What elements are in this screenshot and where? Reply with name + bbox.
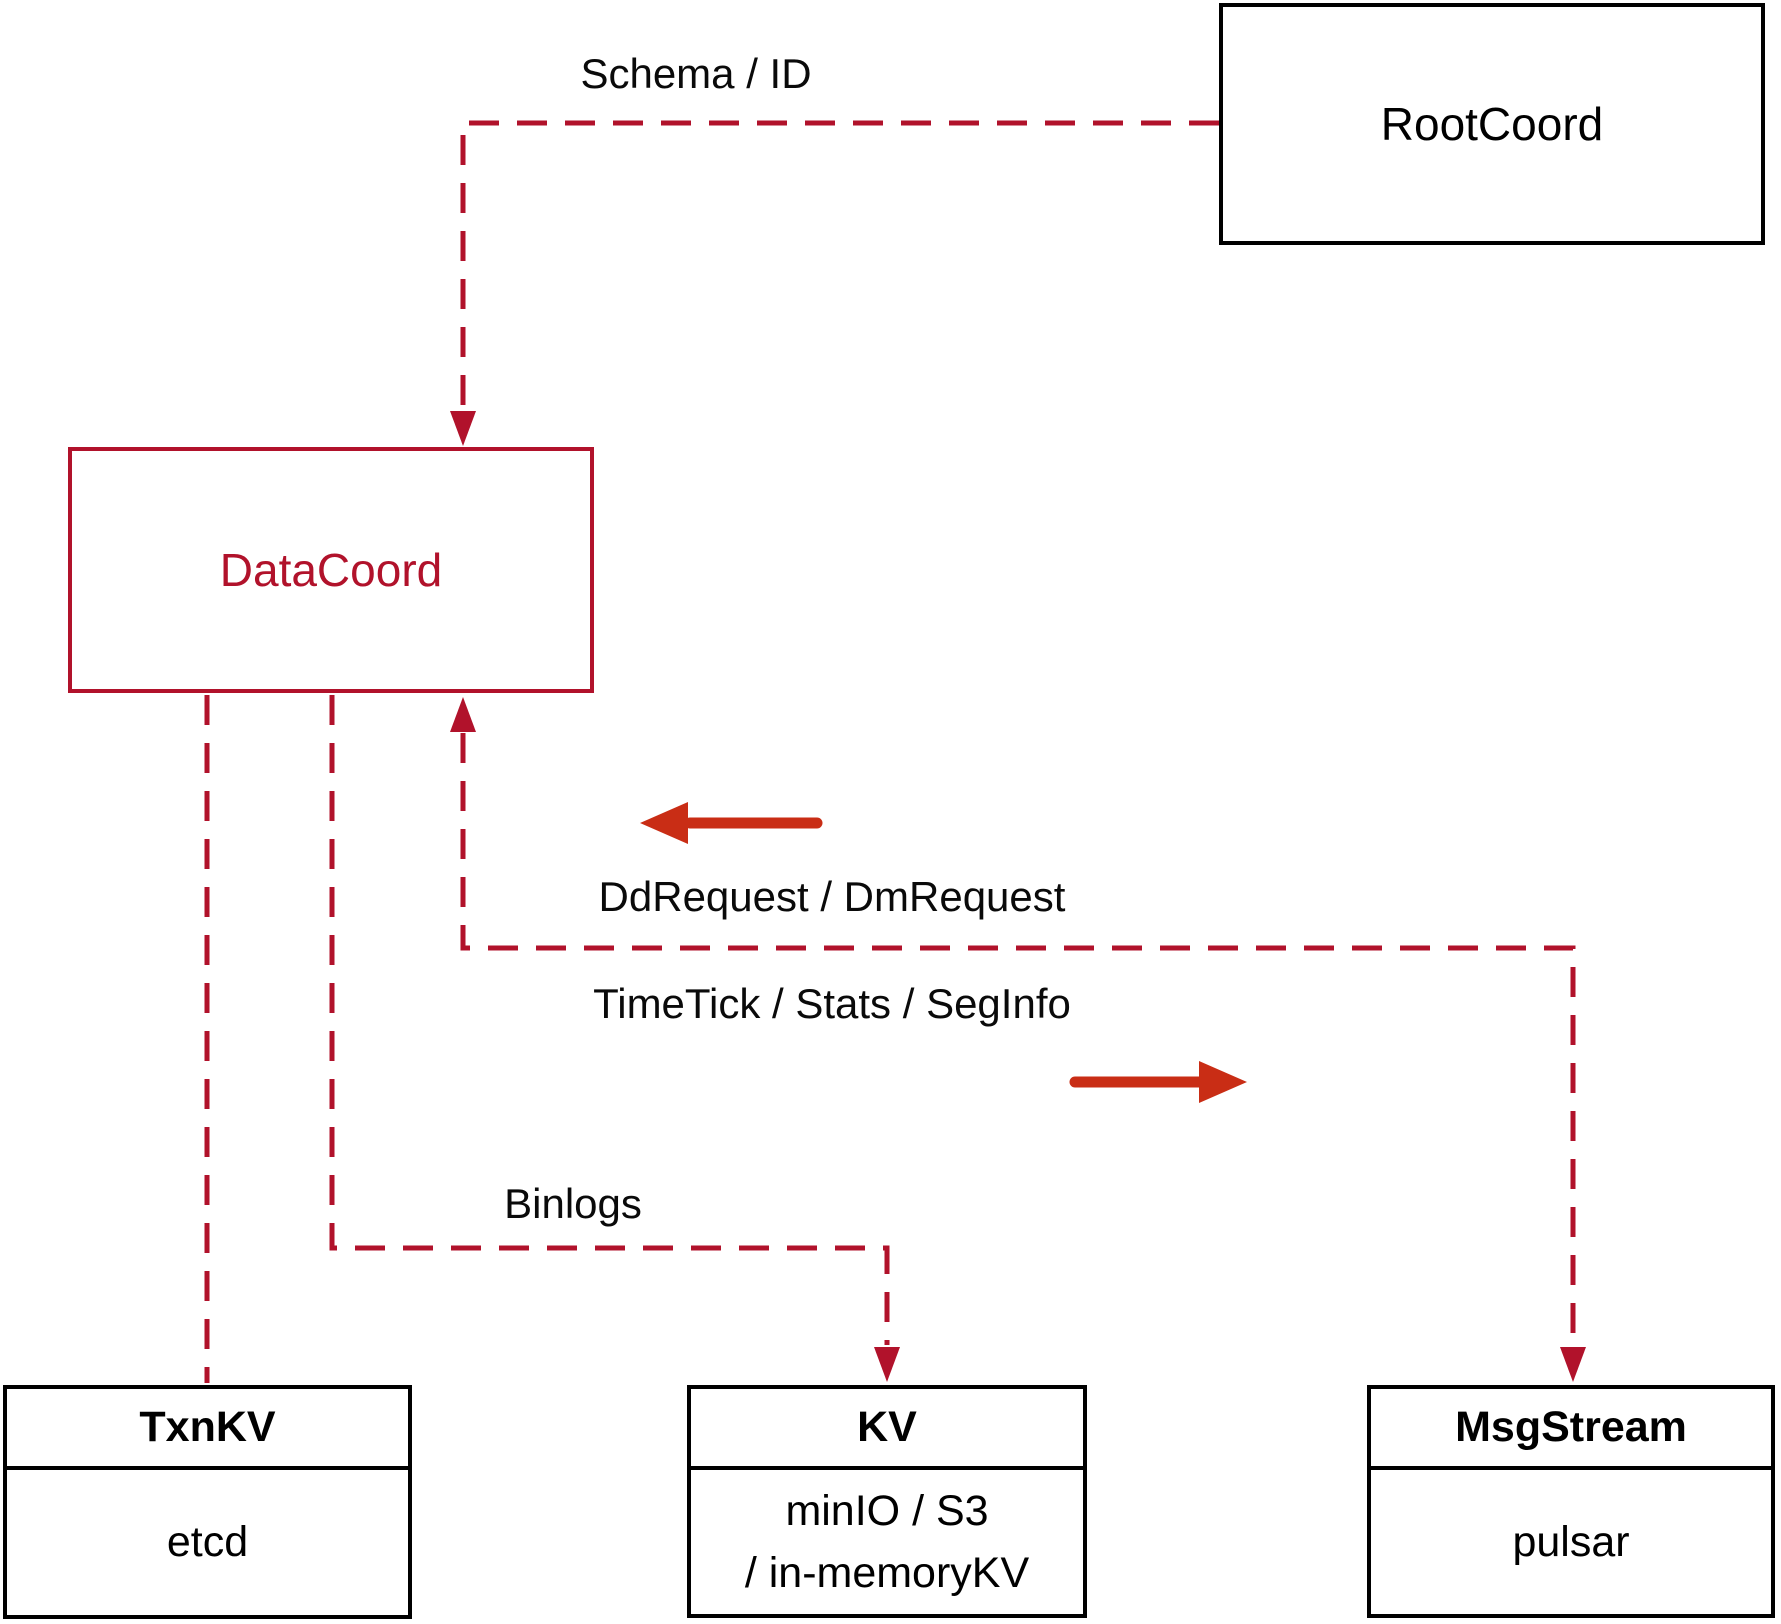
txnkv-node: TxnKV etcd bbox=[3, 1385, 412, 1619]
edge-label-binlogs: Binlogs bbox=[504, 1180, 642, 1227]
edge-label-schema-id: Schema / ID bbox=[580, 50, 812, 97]
kv-subtitle-line1: minIO / S3 bbox=[785, 1486, 989, 1535]
kv-node: KV minIO / S3 / in-memoryKV bbox=[687, 1385, 1087, 1618]
edge-schema-id-line bbox=[460, 120, 1219, 410]
msgstream-title: MsgStream bbox=[1371, 1389, 1771, 1470]
msgstream-node: MsgStream pulsar bbox=[1367, 1385, 1775, 1618]
datacoord-label: DataCoord bbox=[219, 544, 443, 596]
edge-label-ddrequest: DdRequest / DmRequest bbox=[598, 873, 1066, 920]
rootcoord-label: RootCoord bbox=[1380, 98, 1604, 150]
edge-label-timetick: TimeTick / Stats / SegInfo bbox=[593, 980, 1071, 1027]
edge-binlogs-line bbox=[329, 695, 890, 1345]
kv-subtitle-line2: / in-memoryKV bbox=[744, 1549, 1030, 1597]
rootcoord-node: RootCoord bbox=[1219, 3, 1765, 245]
arrowhead-down-msgstream-icon bbox=[1560, 1347, 1586, 1382]
arrowhead-down-kv-icon bbox=[874, 1347, 900, 1382]
txnkv-subtitle: etcd bbox=[166, 1518, 249, 1567]
arrowhead-up-datacoord-icon bbox=[450, 697, 476, 732]
left-direction-arrow-icon bbox=[640, 802, 823, 844]
datacoord-node: DataCoord bbox=[68, 447, 594, 693]
right-direction-arrow-icon bbox=[1069, 1061, 1247, 1103]
edge-ddrequest-line bbox=[460, 733, 1576, 1345]
arrowhead-down-datacoord-icon bbox=[450, 411, 476, 446]
txnkv-title: TxnKV bbox=[7, 1389, 408, 1470]
msgstream-subtitle: pulsar bbox=[1512, 1517, 1630, 1566]
kv-title: KV bbox=[691, 1389, 1083, 1470]
